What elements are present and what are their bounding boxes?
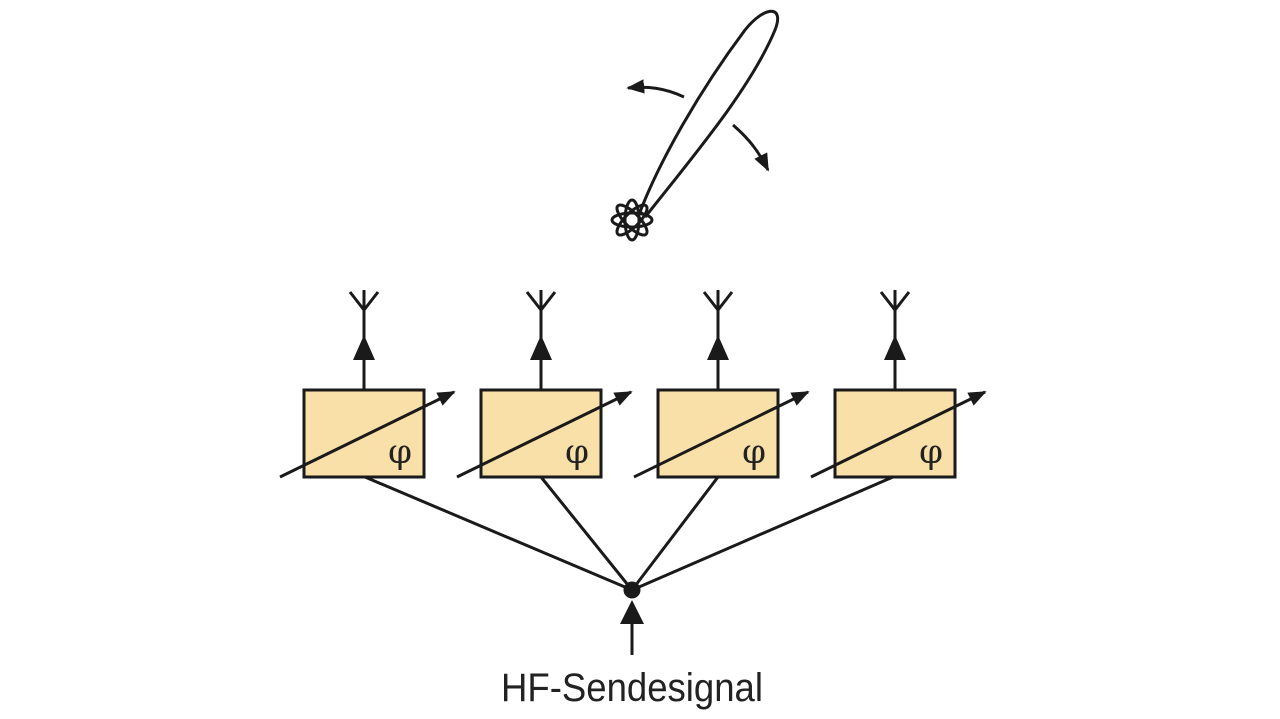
- up-arrow-icon: [530, 335, 552, 360]
- phase-shifter-box: [479, 388, 603, 479]
- antenna-element: φ: [633, 290, 810, 479]
- up-arrow-icon: [707, 335, 729, 360]
- antenna-element: φ: [456, 290, 633, 479]
- phase-symbol: φ: [388, 432, 412, 472]
- phase-shifter-box: [302, 388, 426, 479]
- phase-shifter-box: [833, 388, 957, 479]
- beam-pattern: [610, 9, 780, 242]
- antenna-icon: [879, 290, 911, 318]
- phase-symbol: φ: [742, 432, 766, 472]
- side-lobes: [610, 198, 654, 242]
- antenna-icon: [525, 290, 557, 318]
- up-arrow-icon: [884, 335, 906, 360]
- steer-left-arrow: [626, 79, 685, 99]
- feed-network: [364, 475, 894, 655]
- steer-right-arrow: [732, 123, 770, 172]
- input-signal-label: HF-Sendesignal: [501, 666, 763, 710]
- antenna-element: φ: [279, 290, 456, 479]
- antenna-icon: [348, 290, 380, 318]
- adjustable-arrow-icon: [810, 390, 987, 479]
- splitter-node: [623, 581, 641, 599]
- input-arrow-icon: [620, 600, 644, 624]
- up-arrow-icon: [353, 335, 375, 360]
- antenna-element: φ: [810, 290, 987, 479]
- adjustable-arrow-icon: [456, 390, 633, 479]
- adjustable-arrow-icon: [633, 390, 810, 479]
- adjustable-arrow-icon: [279, 390, 456, 479]
- phase-symbol: φ: [565, 432, 589, 472]
- main-lobe: [638, 9, 780, 219]
- phase-symbol: φ: [919, 432, 943, 472]
- antenna-icon: [702, 290, 734, 318]
